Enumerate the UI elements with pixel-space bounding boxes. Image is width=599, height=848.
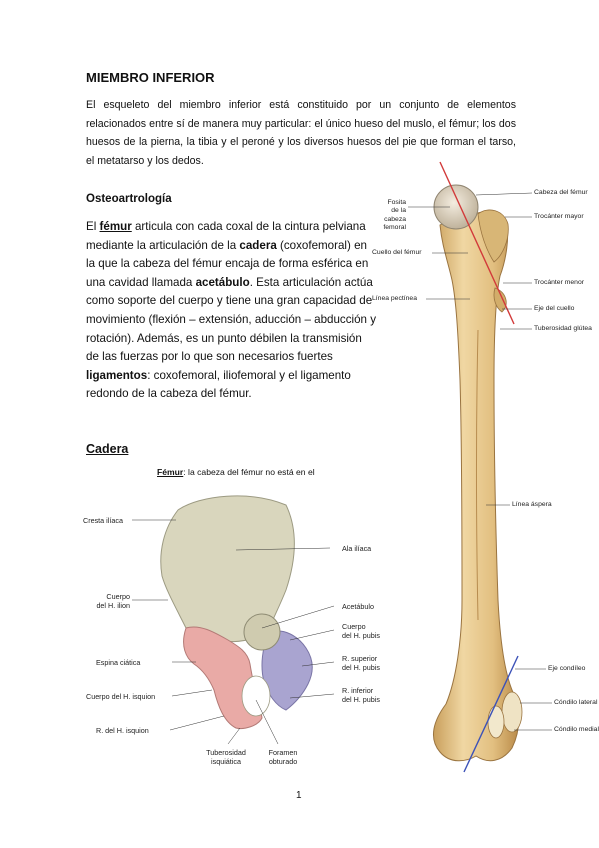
label-r-isquion: R. del H. isquion [96, 726, 149, 735]
section-heading-osteoartrologia: Osteoartrología [86, 193, 172, 205]
intro-paragraph: El esqueleto del miembro inferior está c… [86, 99, 516, 167]
label-eje-cuello: Eje del cuello [534, 305, 575, 312]
section-heading-cadera: Cadera [86, 442, 129, 456]
label-foramen-obturado: Foramen obturado [268, 748, 298, 766]
label-linea-aspera: Línea áspera [512, 501, 552, 508]
label-tuberosidad-glutea: Tuberosidad glútea [534, 325, 592, 332]
condylar-axis-line [463, 655, 519, 773]
term-acetabulo: acetábulo [195, 275, 250, 289]
isquion-region [183, 626, 263, 729]
label-ala-iliaca: Ala ilíaca [342, 544, 372, 553]
page-number: 1 [296, 790, 302, 801]
label-cresta-iliaca: Cresta ilíaca [83, 516, 123, 525]
label-espina-ciatica: Espina ciática [96, 658, 141, 667]
label-cuerpo-pubis: Cuerpo del H. pubis [342, 622, 380, 640]
page-heading: MIEMBRO INFERIOR [86, 70, 215, 85]
label-trocanter-mayor: Trocánter mayor [534, 213, 584, 220]
acetabulum [243, 613, 281, 651]
label-r-superior-pubis: R. superior del H. pubis [342, 654, 380, 672]
label-cuerpo-isquion: Cuerpo del H. isquion [86, 692, 156, 701]
label-trocanter-menor: Trocánter menor [534, 279, 584, 286]
label-linea-pectinea: Línea pectínea [372, 295, 417, 302]
label-fosita-cabeza-femoral: Fosita de la cabeza femoral [383, 199, 406, 232]
label-acetabulo: Acetábulo [342, 602, 374, 611]
obturator-foramen [241, 675, 271, 717]
term-cadera: cadera [239, 238, 277, 252]
label-cuerpo-ilion: Cuerpo del H. ilion [96, 592, 130, 610]
label-condilo-lateral: Cóndilo lateral [554, 699, 598, 706]
pubis-region [261, 630, 313, 711]
label-r-inferior-pubis: R. inferior del H. pubis [342, 686, 380, 704]
figure-caption: Fémur: la cabeza del fémur no está en el [157, 467, 315, 477]
term-femur: fémur [99, 220, 132, 233]
label-cabeza-femur: Cabeza del fémur [534, 189, 588, 196]
label-condilo-medial: Cóndilo medial [554, 726, 599, 733]
neck-axis-line [439, 161, 515, 325]
label-eje-condileo: Eje condíleo [548, 665, 586, 672]
label-tuberosidad-isquiatica: Tuberosidad isquiática [206, 748, 246, 766]
term-ligamentos: ligamentos [86, 368, 148, 382]
label-cuello-femur: Cuello del fémur [372, 249, 422, 256]
osteo-paragraph: El fémur articula con cada coxal de la c… [86, 220, 377, 401]
